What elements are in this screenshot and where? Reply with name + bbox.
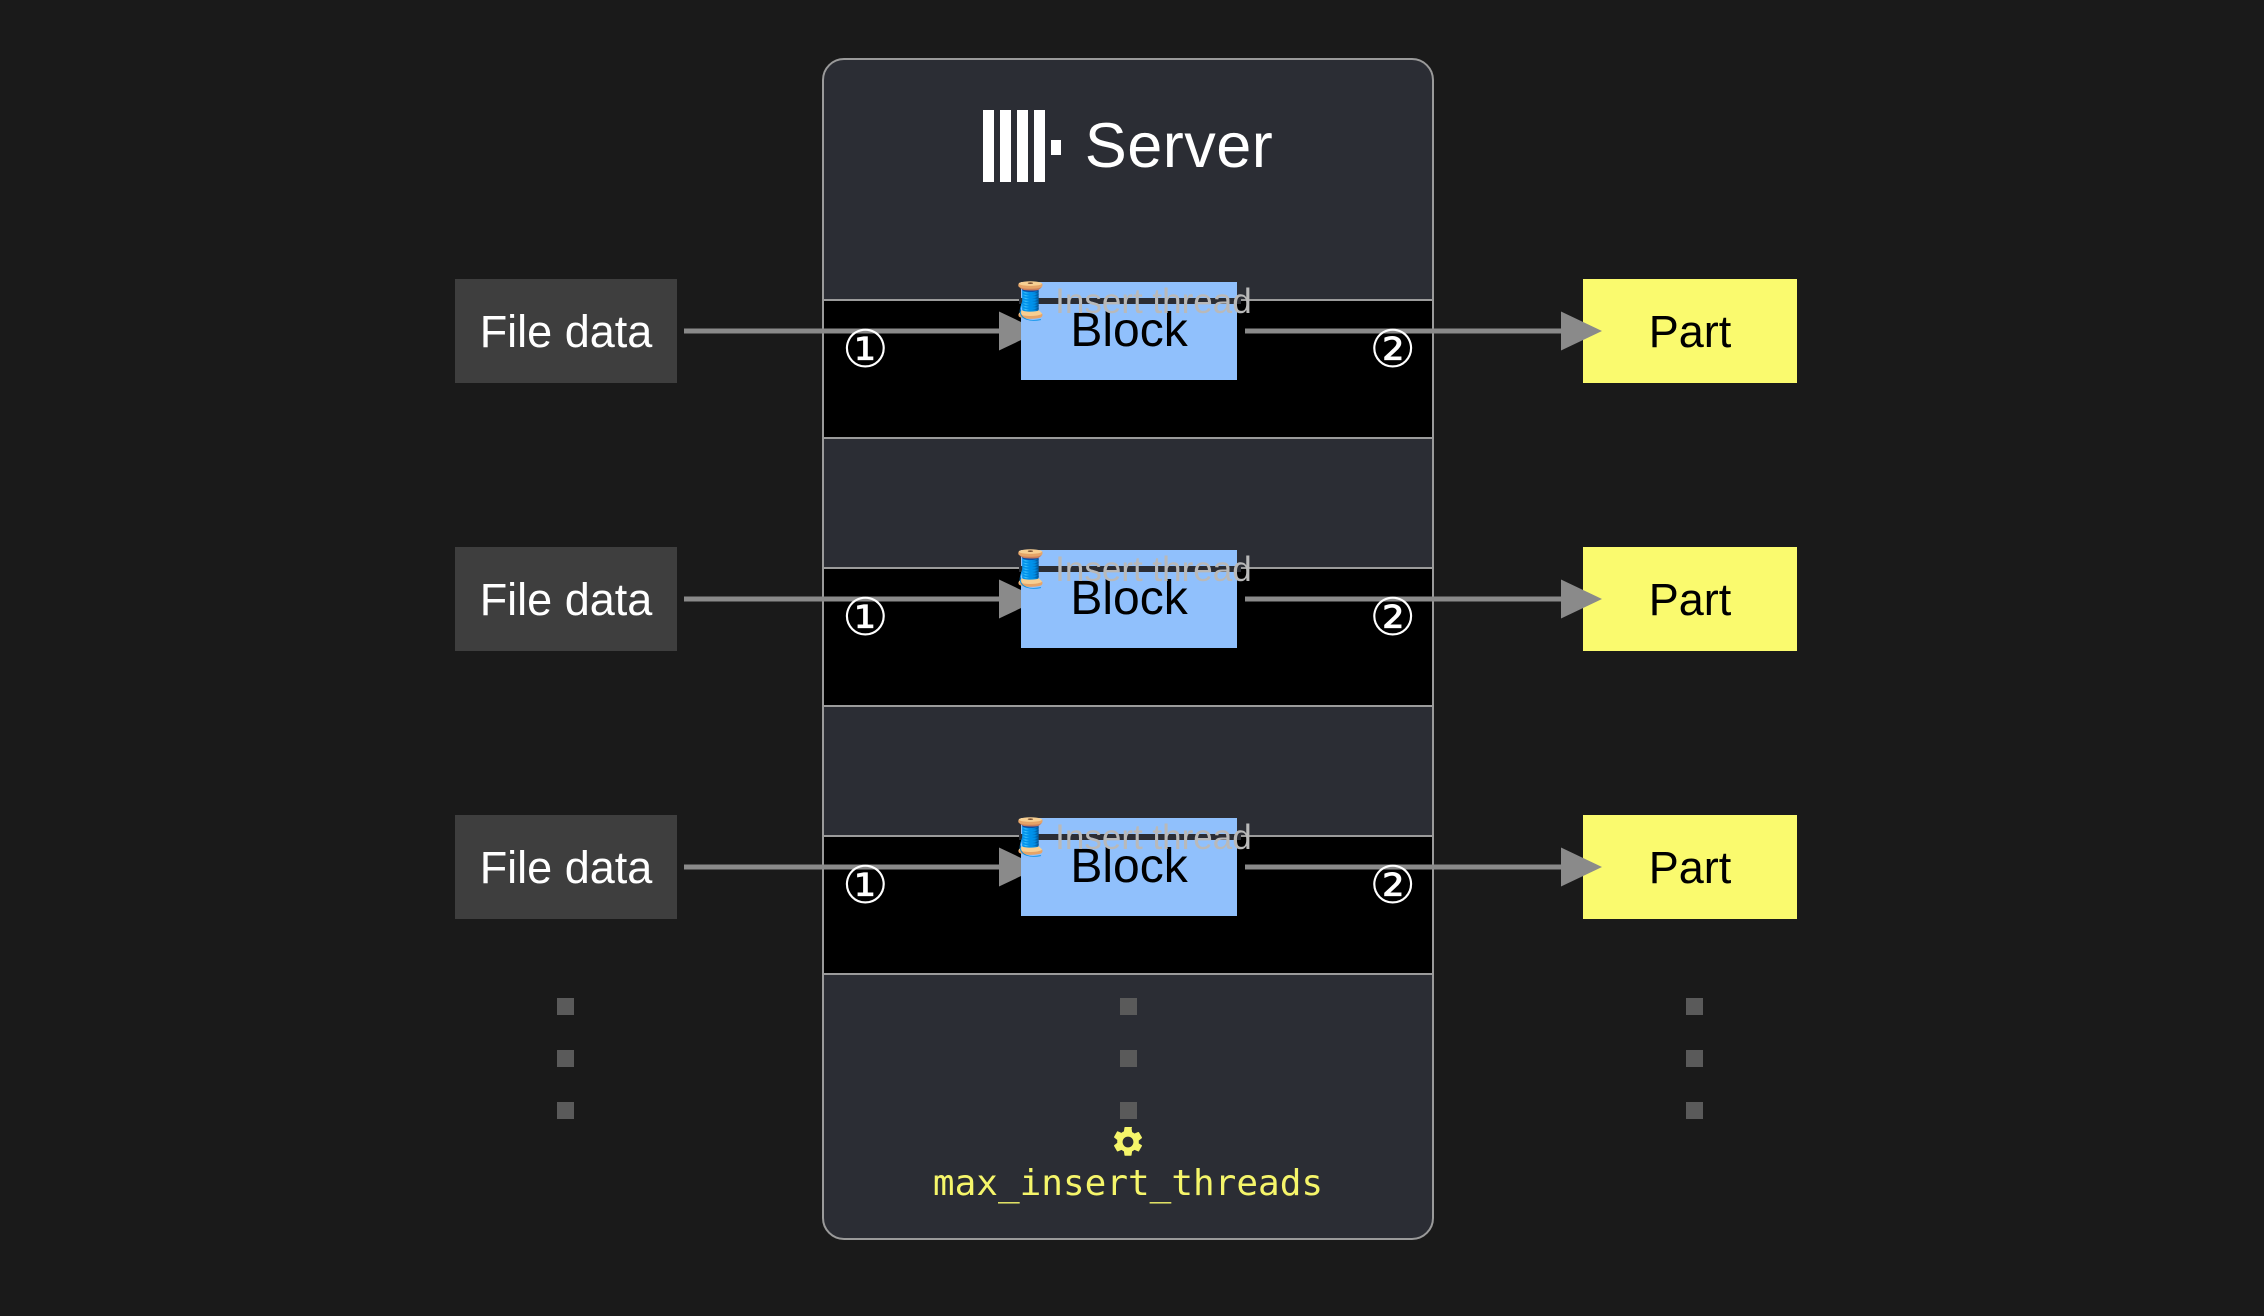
ellipsis-dot [1686,1102,1703,1119]
block-label: Block [1070,304,1188,357]
ellipsis-dot [1120,1102,1137,1119]
block-box-3: Block [1021,818,1237,916]
gear-icon [1114,1126,1142,1156]
step-marker-in-3: ① [842,857,889,915]
thread-label-backdrop [1019,566,1241,572]
step-marker-out-3: ② [1369,857,1416,915]
setting-footer: max_insert_threads [824,1124,1432,1202]
clickhouse-logo-icon [982,110,1061,182]
ellipsis-dot [1686,1050,1703,1067]
step-marker-in-2: ① [842,589,889,647]
block-label: Block [1070,572,1188,625]
part-box-1: Part [1583,279,1797,383]
file-data-box-2: File data [455,547,677,651]
thread-spool-icon: 🧵 [1008,816,1054,857]
insert-thread-label-1: 🧵 Insert thread [1004,283,1255,319]
ellipsis-dots-left [557,998,574,1119]
ellipsis-dot [1120,998,1137,1015]
file-data-box-1: File data [455,279,677,383]
step-marker-out-2: ② [1369,589,1416,647]
insert-thread-label-text: Insert thread [1055,817,1252,857]
ellipsis-dot [1120,1050,1137,1067]
step-marker-out-1: ② [1369,321,1416,379]
thread-label-backdrop [1019,834,1241,840]
ellipsis-dot [1686,998,1703,1015]
thread-label-backdrop [1019,298,1241,304]
insert-thread-label-text: Insert thread [1055,549,1252,589]
ellipsis-dot [557,1102,574,1119]
server-header: Server [824,60,1432,232]
ellipsis-dot [557,998,574,1015]
step-marker-in-1: ① [842,321,889,379]
insert-thread-label-2: 🧵 Insert thread [1004,551,1255,587]
file-data-box-3: File data [455,815,677,919]
part-label: Part [1648,305,1732,357]
part-box-2: Part [1583,547,1797,651]
block-label: Block [1070,840,1188,893]
insert-thread-label-text: Insert thread [1055,281,1252,321]
ellipsis-dots-center [1120,998,1137,1119]
part-label: Part [1648,573,1732,625]
file-data-label: File data [479,573,653,625]
insert-thread-label-3: 🧵 Insert thread [1004,819,1255,855]
part-box-3: Part [1583,815,1797,919]
file-data-label: File data [479,305,653,357]
part-label: Part [1648,841,1732,893]
ellipsis-dot [557,1050,574,1067]
server-title: Server [1084,110,1274,181]
setting-name: max_insert_threads [932,1163,1324,1204]
thread-spool-icon: 🧵 [1008,280,1054,321]
file-data-label: File data [479,841,653,893]
ellipsis-dots-right [1686,998,1703,1119]
thread-spool-icon: 🧵 [1008,548,1054,589]
